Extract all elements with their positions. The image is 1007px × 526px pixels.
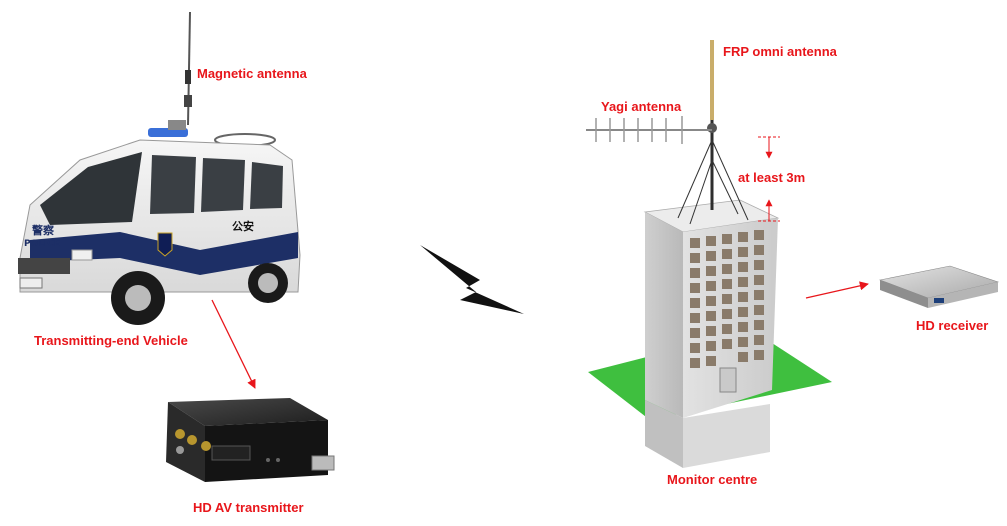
label-monitor-centre: Monitor centre	[667, 472, 757, 487]
building-window	[706, 356, 716, 366]
building-window	[706, 341, 716, 351]
building-window	[738, 352, 748, 362]
building-window	[690, 328, 700, 338]
label-yagi-antenna: Yagi antenna	[601, 99, 682, 114]
building-window	[754, 335, 764, 345]
building-window	[690, 298, 700, 308]
building-window	[722, 339, 732, 349]
building-window	[706, 251, 716, 261]
building-window	[754, 305, 764, 315]
transmitter-box-icon	[166, 398, 335, 482]
building-window	[722, 264, 732, 274]
building-windows	[690, 230, 764, 368]
label-hd-av-transmitter: HD AV transmitter	[193, 500, 304, 515]
height-indicator	[758, 136, 780, 222]
police-text: POLICE	[24, 239, 60, 249]
label-transmitting-vehicle: Transmitting-end Vehicle	[34, 333, 188, 348]
building-window	[706, 266, 716, 276]
building-window	[722, 294, 732, 304]
building-window	[738, 247, 748, 257]
building-window	[690, 253, 700, 263]
building-window	[738, 262, 748, 272]
building-window	[754, 350, 764, 360]
building-window	[690, 358, 700, 368]
antenna-icon	[586, 40, 749, 225]
building-window	[722, 324, 732, 334]
building-window	[690, 343, 700, 353]
arrow-to-transmitter	[211, 299, 256, 389]
label-magnetic-antenna: Magnetic antenna	[197, 66, 308, 81]
police-van-icon: POLICE 警察 公安	[18, 11, 301, 325]
building-window	[706, 236, 716, 246]
arrow-to-receiver	[805, 281, 869, 299]
lightning-icon	[420, 245, 524, 314]
building-window	[738, 322, 748, 332]
building-window	[738, 337, 748, 347]
building-window	[754, 230, 764, 240]
building-window	[738, 292, 748, 302]
building-window	[690, 238, 700, 248]
label-hd-receiver: HD receiver	[916, 318, 988, 333]
building-window	[706, 311, 716, 321]
building-window	[722, 309, 732, 319]
building-window	[738, 307, 748, 317]
building-window	[754, 245, 764, 255]
building-window	[738, 232, 748, 242]
building-window	[706, 296, 716, 306]
building-window	[722, 234, 732, 244]
building-window	[754, 275, 764, 285]
building-window	[722, 279, 732, 289]
label-at-least: at least 3m	[738, 170, 805, 185]
building-window	[754, 320, 764, 330]
label-frp-omni-antenna: FRP omni antenna	[723, 44, 838, 59]
door-text: 公安	[232, 219, 254, 233]
building-window	[706, 281, 716, 291]
building-window	[706, 326, 716, 336]
building-window	[690, 268, 700, 278]
building-window	[690, 283, 700, 293]
building-window	[754, 290, 764, 300]
building-window	[722, 249, 732, 259]
side-text: 警察	[31, 223, 55, 237]
building-window	[738, 277, 748, 287]
receiver-box-icon	[878, 265, 1000, 308]
building-window	[690, 313, 700, 323]
building-window	[754, 260, 764, 270]
